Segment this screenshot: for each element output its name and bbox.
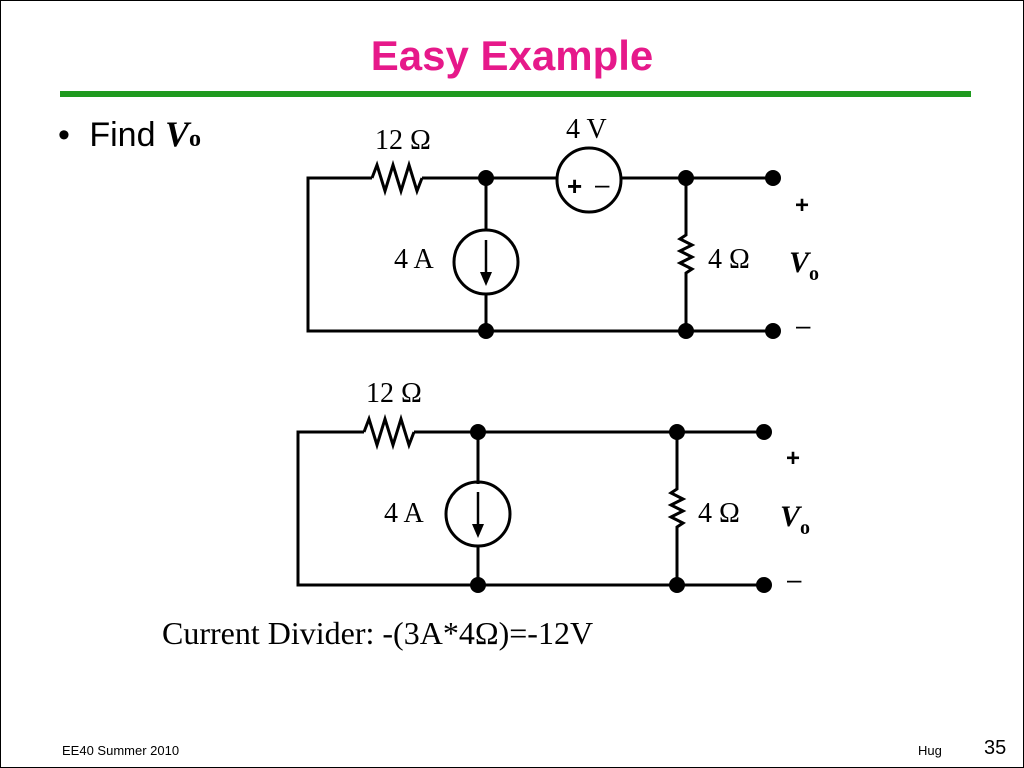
v-source-plus: + — [567, 171, 582, 201]
node — [765, 323, 781, 339]
output-var-2-subscript: o — [800, 517, 810, 539]
node — [470, 424, 486, 440]
output-var-1-subscript: o — [809, 263, 819, 285]
circuit-1 — [306, 146, 773, 333]
resistor-4-ohm-2 — [667, 432, 687, 585]
node — [669, 424, 685, 440]
resistor-12-ohm-1 — [370, 159, 424, 197]
node — [478, 170, 494, 186]
bullet-item: • Find Vo — [58, 114, 201, 159]
output-var-2: Vo — [780, 500, 810, 539]
output-var-1-symbol: V — [789, 246, 812, 279]
wire-left-loop-2 — [296, 430, 478, 587]
node — [756, 424, 772, 440]
node — [478, 323, 494, 339]
arrowhead-1 — [480, 272, 492, 286]
arrowhead-2 — [472, 524, 484, 538]
resistor-4-ohm-1 — [676, 178, 696, 331]
circuit-2 — [296, 413, 764, 587]
output-minus-1: – — [796, 310, 811, 340]
output-plus-1: + — [795, 192, 809, 219]
resistor-12-ohm-2 — [362, 413, 416, 451]
node — [669, 577, 685, 593]
r-series-label-2: 12 Ω — [366, 378, 422, 409]
current-divider-caption: Current Divider: -(3A*4Ω)=-12V — [162, 615, 593, 651]
node — [756, 577, 772, 593]
title-underline — [60, 91, 971, 97]
v-source-label: 4 V — [566, 114, 607, 145]
output-plus-2: + — [786, 445, 800, 472]
bullet-text: Find — [89, 116, 156, 154]
node — [678, 323, 694, 339]
r-load-label-1: 4 Ω — [708, 244, 750, 275]
r-load-label-2: 4 Ω — [698, 498, 740, 529]
node — [678, 170, 694, 186]
node — [470, 577, 486, 593]
i-source-label-1: 4 A — [394, 244, 434, 275]
node — [765, 170, 781, 186]
footer-author: Hug — [918, 743, 942, 758]
nodes-2 — [470, 424, 772, 593]
output-minus-2: – — [787, 564, 802, 594]
i-source-label-2: 4 A — [384, 498, 424, 529]
slide-title: Easy Example — [370, 32, 654, 79]
bullet-variable: V — [164, 114, 189, 154]
bullet-subscript: o — [188, 126, 201, 152]
output-var-1: Vo — [789, 246, 819, 285]
nodes-1 — [478, 170, 781, 339]
bullet-marker: • — [58, 116, 70, 154]
r-series-label-1: 12 Ω — [375, 125, 431, 156]
voltage-source-4v — [555, 146, 623, 214]
wire-left-loop-1 — [306, 176, 486, 333]
output-var-2-symbol: V — [780, 500, 803, 533]
footer-course: EE40 Summer 2010 — [62, 743, 180, 758]
v-source-minus: – — [595, 169, 610, 199]
page-number: 35 — [984, 737, 1007, 759]
